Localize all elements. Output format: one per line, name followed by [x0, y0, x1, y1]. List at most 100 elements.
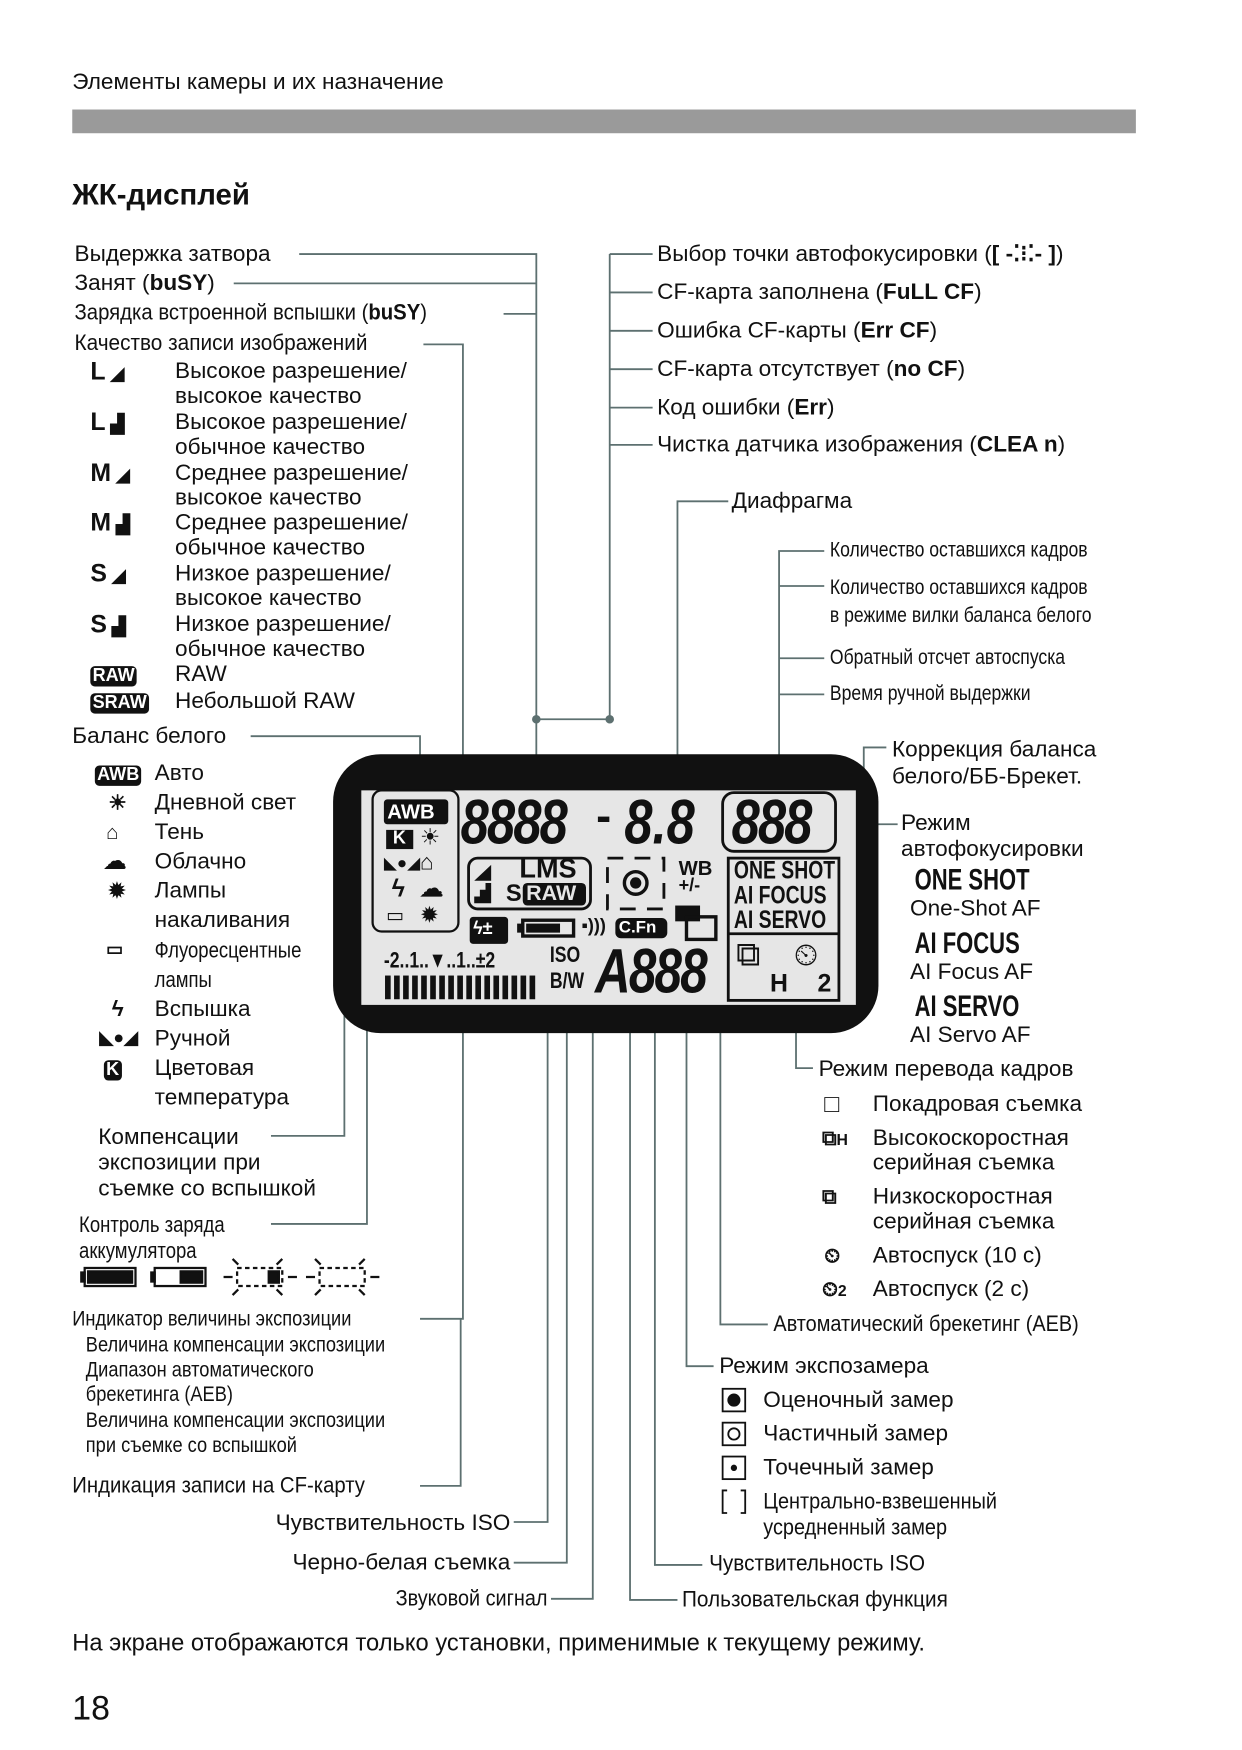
drive-label: Высокоскоростная — [872, 1125, 1069, 1151]
lcd-tungsten-icon: ✹ — [420, 903, 439, 929]
drive-label: серийная съемка — [872, 1209, 1055, 1235]
single-shot-icon: □ — [824, 1089, 840, 1118]
label-shots: Количество оставшихся кадров — [829, 538, 1088, 563]
drive-label: Автоспуск (2 с) — [872, 1277, 1030, 1302]
lcd-shutter-digits: 8888 — [460, 785, 568, 857]
quality-icon-l: L ▟ — [90, 407, 125, 436]
card-message: Выбор точки автофокусировки ([ -⁚⁝⁚- ]) — [657, 241, 1064, 267]
card-message: Чистка датчика изображения (CLEA n) — [657, 432, 1066, 458]
lcd-aperture-digits: 8.8 — [624, 785, 695, 857]
quality-label: высокое качество — [175, 383, 362, 409]
lcd-drive-icon: ⧉ — [736, 936, 761, 974]
exposure-bar-segment — [511, 975, 518, 1000]
lcd-separator: - — [596, 791, 612, 842]
exposure-bar-segment — [439, 975, 445, 1000]
label-metering: Режим экспозамера — [719, 1353, 929, 1379]
header-bar — [72, 109, 1136, 134]
exposure-label: Диапазон автоматического — [85, 1358, 314, 1383]
label-bulb: Время ручной выдержки — [829, 681, 1031, 706]
label-aeb: Автоматический брекетинг (AEB) — [773, 1312, 1079, 1337]
label-bw: Черно-белая съемка — [292, 1550, 511, 1576]
exposure-bar-segment — [403, 975, 409, 1000]
exposure-bar-segment — [394, 975, 400, 1000]
card-message: CF-карта заполнена (FuLL CF) — [657, 280, 982, 305]
fluorescent-icon: ▭ — [106, 940, 124, 960]
lcd-raw: RAW — [526, 881, 577, 906]
wb-label: температура — [154, 1085, 290, 1110]
exposure-bar-segment — [448, 975, 454, 1000]
quality-icon-s: S ◢ — [90, 558, 126, 588]
quality-icon-s: S ▟ — [90, 609, 126, 638]
self-timer-10-icon: ⏲ — [824, 1244, 841, 1267]
exposure-bar-segment — [466, 975, 472, 1000]
lcd-iso-digits: A888 — [595, 934, 708, 1007]
af-mode-name: AI Servo AF — [910, 1022, 1031, 1048]
metering-label: Центрально-взвешенный — [763, 1489, 997, 1515]
quality-label: Низкое разрешение/ — [175, 561, 391, 587]
af-mode-code: AI SERVO — [914, 989, 1020, 1023]
footnote: На экране отображаются только установки,… — [72, 1630, 925, 1657]
quality-label: обычное качество — [175, 434, 366, 460]
af-mode-code: AI FOCUS — [914, 925, 1020, 960]
lcd-lms: LMS — [519, 853, 577, 885]
label-aperture: Диафрагма — [731, 488, 853, 514]
lcd-2: 2 — [817, 968, 832, 997]
quality-label: высокое качество — [175, 586, 362, 611]
drive-label: Низкоскоростная — [872, 1184, 1053, 1210]
label-shutter: Выдержка затвора — [74, 241, 271, 267]
label-exposure: Индикатор величины экспозиции — [72, 1307, 352, 1332]
label-cf-write: Индикация записи на CF-карту — [72, 1473, 365, 1499]
wb-label: лампы — [154, 967, 212, 993]
quality-label: Среднее разрешение/ — [175, 510, 408, 536]
quality-icon-m: M ◢ — [90, 458, 130, 487]
quality-icon-sraw: SRAW — [90, 689, 150, 714]
cloudy-icon: ☁ — [103, 849, 127, 874]
exposure-bar-segment — [484, 975, 491, 1000]
shade-icon: ⌂ — [106, 820, 119, 844]
lcd-custom-wb-icon: ◣●◢ — [383, 853, 421, 873]
drive-label: Автоспуск (10 с) — [872, 1243, 1042, 1268]
lcd-exposure-scale: -2..1..▼..1..±2 — [383, 948, 496, 974]
lcd-timer-icon: ⏲ — [793, 937, 819, 973]
af-mode-name: One-Shot AF — [910, 896, 1041, 922]
card-message: CF-карта отсутствует (no CF) — [657, 356, 966, 382]
exposure-bar-segment — [430, 975, 436, 1000]
lcd-h: H — [770, 968, 788, 997]
wb-label: Дневной свет — [154, 790, 297, 816]
metering-label: Точечный замер — [763, 1455, 934, 1481]
lcd-shade-icon: ⌂ — [420, 850, 434, 876]
lcd-s: S — [505, 880, 522, 907]
lcd-iso: ISO — [549, 942, 581, 968]
exposure-bar-segment — [475, 975, 481, 1000]
wb-label: Авто — [154, 761, 204, 786]
quality-label: Высокое разрешение/ — [175, 359, 407, 384]
exposure-bar-segment — [412, 975, 418, 1000]
metering-label: Оценочный замер — [763, 1387, 954, 1413]
daylight-icon: ☀ — [108, 791, 127, 815]
card-message: Код ошибки (Err) — [657, 395, 835, 421]
exposure-bar-segment — [457, 975, 463, 1000]
page-title: ЖК-дисплей — [72, 177, 250, 212]
exposure-bar-segment — [502, 975, 509, 1000]
card-message: Ошибка CF-карты (Err CF) — [657, 318, 938, 344]
exposure-bar-segment — [493, 975, 500, 1000]
wb-label: накаливания — [154, 907, 291, 933]
af-mode-code: ONE SHOT — [914, 862, 1030, 897]
self-timer-2-icon: ⏲2 — [821, 1278, 847, 1301]
awb-icon: AWB — [94, 761, 142, 786]
lcd-wb-pm: +/- — [678, 876, 701, 896]
label-beep: Звуковой сигнал — [395, 1586, 548, 1612]
high-speed-continuous-icon: ⧉H — [821, 1126, 848, 1150]
quality-label: Высокое разрешение/ — [175, 409, 407, 435]
lcd-awb: AWB — [387, 800, 435, 824]
lcd-shots-digits: 888 — [731, 785, 813, 857]
label-wb: Баланс белого — [72, 723, 227, 749]
drive-label: серийная съемка — [872, 1150, 1055, 1176]
